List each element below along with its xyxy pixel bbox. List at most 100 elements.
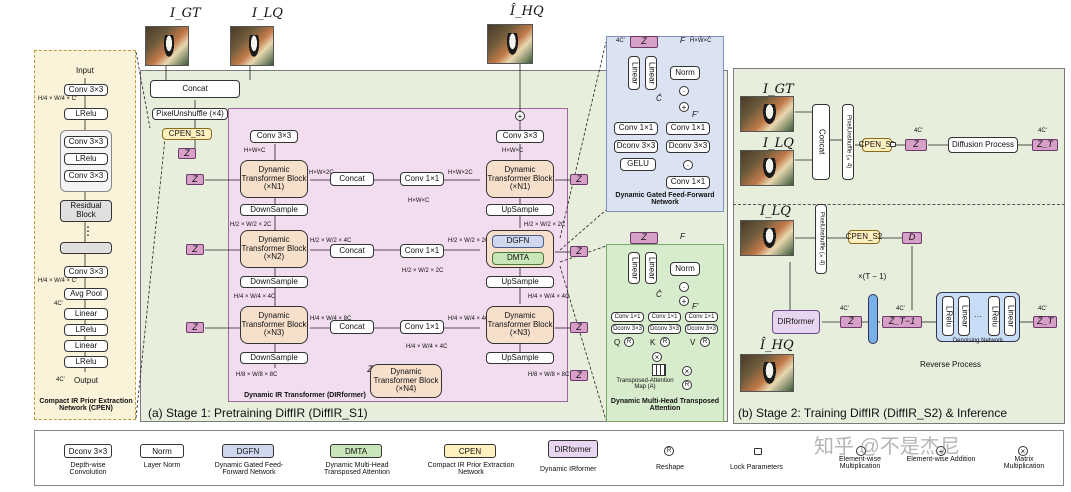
s2-dim-4c-b: 4C'	[1038, 128, 1047, 134]
legend-dgfn-box: DGFN	[222, 444, 274, 458]
s2-reverse: Reverse Process	[920, 360, 981, 369]
s2-z-t: Z_T	[1032, 139, 1058, 151]
s1-z-l2: Z	[186, 244, 204, 255]
legend-add-icon: +	[936, 446, 946, 456]
image-hq	[487, 24, 533, 64]
s1-dmta: DMTA	[492, 252, 544, 265]
s2-cpen-s2: CPEN_S2	[846, 230, 882, 244]
s1-dgfn: DGFN	[492, 235, 544, 248]
cpen-dots: ⋮	[82, 224, 94, 238]
dgfn-linear-a: Linear	[628, 56, 640, 90]
cpen-input: Input	[76, 66, 94, 75]
image-lq	[230, 26, 274, 66]
s2-concat: Concat	[812, 104, 830, 180]
s2-diffusion: Diffusion Process	[948, 137, 1018, 153]
legend-norm-box: Norm	[140, 444, 184, 458]
dmta-attn-map: Transposed-Attention Map (A)	[616, 378, 674, 390]
dmta-reshape-v-icon: R	[700, 337, 710, 347]
s2-image-lq	[740, 150, 794, 186]
image-gt	[145, 26, 189, 66]
s1-upsample-2: UpSample	[486, 276, 554, 288]
legend-dmta-desc: Dynamic Multi-Head Transposed Attention	[324, 462, 390, 476]
dgfn-f: F	[680, 36, 685, 45]
dmta-norm: Norm	[670, 262, 700, 276]
s1-concat-l2: Concat	[330, 244, 374, 258]
dmta-dconv-v: Dconv 3×3	[685, 324, 718, 334]
dgfn-linear-b: Linear	[645, 56, 657, 90]
label-i-hq: Î_HQ	[510, 4, 544, 19]
dmta-dconv-k: Dconv 3×3	[648, 324, 681, 334]
s1-dtb-r1: Dynamic Transformer Block (×N1)	[486, 160, 554, 198]
s2-cpen-s1: CPEN_S1	[859, 138, 895, 152]
legend-norm-desc: Layer Norm	[143, 462, 181, 469]
dmta-mult-icon: ·	[679, 282, 689, 292]
dgfn-conv1c: Conv 1×1	[666, 176, 710, 189]
legend-dirformer-box: DIRformer	[548, 440, 598, 458]
dgfn-conv1b: Conv 1×1	[666, 122, 710, 135]
dmta-reshape-q-icon: R	[624, 337, 634, 347]
s2-denoise-caption: Denoising Network	[952, 338, 1004, 344]
legend-dconv-box: Dconv 3×3	[64, 444, 112, 458]
legend-dmta-box: DMTA	[330, 444, 382, 458]
s1-upsample-1: UpSample	[486, 204, 554, 216]
s2-pixel-unshuffle-2: PixelUnshuffle (×4)	[815, 204, 827, 274]
dgfn-add-icon: +	[679, 102, 689, 112]
s2-label-i-lq-2: I_LQ	[760, 204, 791, 219]
label-i-gt: I_GT	[170, 6, 201, 21]
dmta-z: Z	[630, 232, 658, 244]
s1-pixel-unshuffle: PixelUnshuffle (×4)	[152, 108, 228, 120]
s1-conv1x1-l2: Conv 1×1	[400, 244, 444, 258]
s1-concat-l3: Concat	[330, 320, 374, 334]
legend-reshape-desc: Reshape	[656, 464, 685, 471]
dgfn-conv1a: Conv 1×1	[614, 122, 658, 135]
s1-dim-hwc-l: H×W×C	[244, 148, 266, 154]
dmta-add-icon: +	[679, 296, 689, 306]
legend-add-desc: Element-wise Addition	[906, 456, 976, 463]
s1-dim-l2-left: H/2 × W/2 × 2C	[230, 222, 272, 228]
cpen-dim-in: H/4 × W/4 × C'	[38, 96, 78, 102]
dgfn-norm: Norm	[670, 66, 700, 80]
s1-dtb2: Dynamic Transformer Block (×N2)	[240, 230, 308, 268]
s1-downsample-2: DownSample	[240, 276, 308, 288]
s1-dim-l3-left: H/4 × W/4 × 4C	[234, 294, 276, 300]
s2-t-bar	[868, 294, 878, 344]
dmta-matmul2-icon: ×	[682, 366, 692, 376]
s1-dtb4: Dynamic Transformer Block (×N4)	[370, 364, 442, 398]
dmta-matmul-icon: ×	[652, 352, 662, 362]
s2-label-i-gt: I_GT	[763, 82, 794, 97]
cpen-lrelu1: LRelu	[64, 108, 108, 120]
cpen-avgpool: Avg Pool	[64, 288, 108, 300]
cpen-residual-block: Residual Block	[60, 200, 112, 222]
s2-lrelu2: LRelu	[988, 296, 1000, 336]
s1-dtb3: Dynamic Transformer Block (×N3)	[240, 306, 308, 344]
s1-concat-l1: Concat	[330, 172, 374, 186]
s2-dirformer: DIRformer	[772, 310, 820, 334]
legend-cpen-desc: Compact IR Prior Extraction Network	[427, 462, 515, 476]
s1-dim-l2-mid: H/2 × W/2 × 2C	[402, 268, 444, 274]
dmta-linear-b: Linear	[645, 252, 657, 284]
legend-lock-desc: Lock Parameters	[730, 464, 783, 471]
s1-dim-l2-r: H/2 × W/2 × 2C	[524, 222, 566, 228]
dmta-k: K	[650, 338, 656, 347]
s2-lrelu: LRelu	[942, 296, 954, 336]
s1-dim-l2b: H/2 × W/2 × 4C	[310, 238, 352, 244]
s2-dim-4c-c: 4C'	[840, 306, 849, 312]
s1-z-top: Z	[178, 148, 196, 159]
s2-dots: ···	[974, 312, 982, 321]
dgfn-z: Z	[630, 36, 658, 48]
s1-dim-hw2c-b: H×W×2C	[448, 170, 473, 176]
cpen-lrelu2: LRelu	[64, 324, 108, 336]
s1-stage-label: (a) Stage 1: Pretraining DiffIR (DiffIR_…	[148, 406, 368, 420]
dgfn-mult2-icon: ·	[683, 160, 693, 170]
legend-matmul-icon: ×	[1018, 446, 1028, 456]
s1-dim-l3-mid: H/4 × W/4 × 4C	[406, 344, 448, 350]
s2-linear3: Linear	[1004, 296, 1016, 336]
s2-pixel-unshuffle: PixelUnshuffle (×4)	[842, 104, 854, 180]
legend-panel	[34, 430, 1064, 486]
dgfn-dim-4c: 4C'	[616, 38, 625, 44]
dgfn-dim-f: Ĥ×Ŵ×Ĉ	[690, 38, 712, 44]
legend-mult-desc: Element-wise Multiplication	[838, 456, 881, 470]
dmta-dconv-q: Dconv 3×3	[611, 324, 644, 334]
legend-dirformer-desc: Dynamic IRformer	[540, 466, 597, 473]
cpen-linear1: Linear	[64, 308, 108, 320]
